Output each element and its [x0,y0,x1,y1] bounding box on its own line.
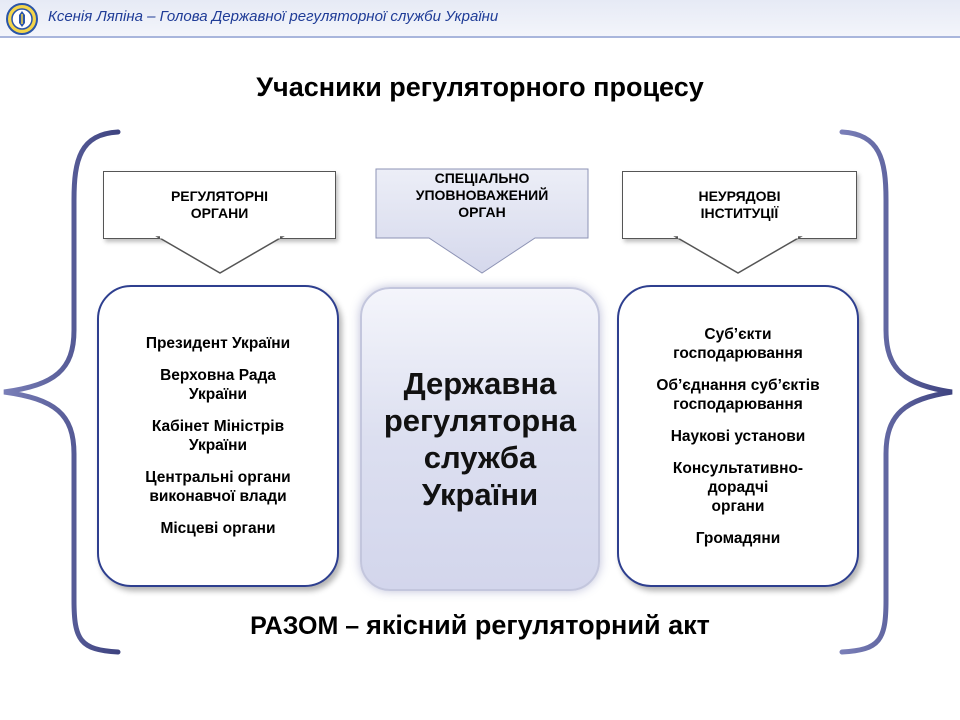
special-authority-label: СПЕЦІАЛЬНО УПОВНОВАЖЕНИЙ ОРГАН [415,170,549,220]
panel-item: Консультативно- дорадчі органи [672,459,804,515]
panel-item: Об’єднання суб’єктів господарювання [656,376,820,413]
state-regulatory-service-logo-icon [6,3,38,35]
panel-item: Верховна Рада України [160,367,276,403]
header-text: Ксенія Ляпіна – Голова Державної регулят… [48,8,499,25]
panel-item: Президент України [145,335,291,352]
state-regulatory-service-name: Державна регуляторна служба України [383,366,577,512]
non-governmental-institutions-panel: Суб’єкти господарювання Об’єднання суб’є… [617,285,859,587]
footer-prefix: РАЗОМ – [250,612,367,640]
panel-item: Місцеві органи [160,520,276,537]
panel-item: Наукові установи [670,427,806,445]
panel-item: Кабінет Міністрів України [151,418,285,454]
footer-text: якісний регуляторний акт [366,610,710,640]
left-brace [3,129,121,655]
panel-item: Громадяни [695,529,781,547]
header-divider [0,36,960,38]
regulatory-bodies-label: РЕГУЛЯТОРНІ ОРГАНИ [103,171,336,239]
diagram-title: Учасники регуляторного процесу [256,72,704,102]
special-authority-callout [375,168,589,274]
regulatory-bodies-panel: Президент України Верховна Рада України … [97,285,339,587]
right-brace [839,129,953,655]
footer-statement: РАЗОМ – якісний регуляторний акт [0,610,960,641]
header-bar [0,0,960,36]
non-governmental-institutions-label: НЕУРЯДОВІ ІНСТИТУЦІЇ [622,171,857,239]
regulatory-bodies-pointer [155,236,285,274]
state-regulatory-service-panel: Державна регуляторна служба України [360,287,600,591]
panel-item: Суб’єкти господарювання [673,325,803,362]
non-governmental-institutions-pointer [673,236,803,274]
panel-item: Центральні органи виконавчої влади [145,469,291,505]
